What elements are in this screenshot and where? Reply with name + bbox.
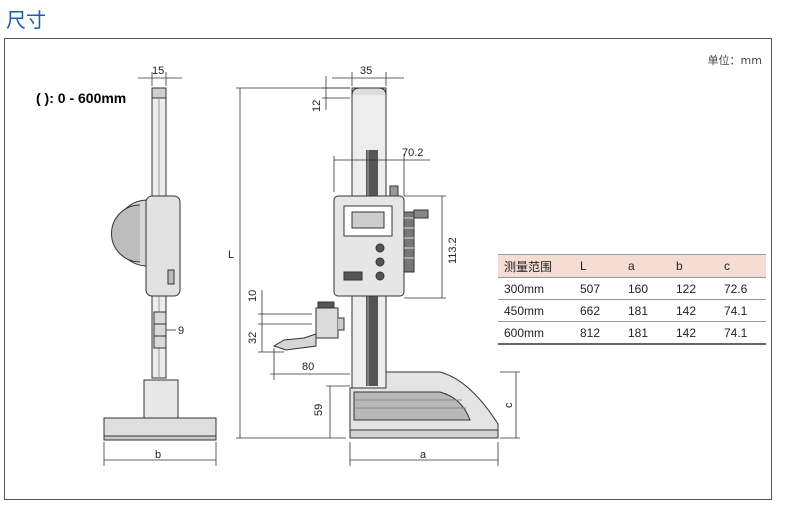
table-row: 300mm 507 160 122 72.6 <box>498 277 766 300</box>
table-row: 600mm 812 181 142 74.1 <box>498 321 766 345</box>
dim-70-2: 70.2 <box>402 147 423 159</box>
cell: 450mm <box>498 299 574 322</box>
dim-12: 12 <box>311 100 323 112</box>
dim-c: c <box>503 402 515 408</box>
dim-a: a <box>420 449 427 461</box>
cell: 74.1 <box>718 321 766 345</box>
header-a: a <box>622 254 670 278</box>
page-title: 尺寸 <box>6 8 46 32</box>
cell: 122 <box>670 277 718 300</box>
cell: 507 <box>574 277 622 300</box>
cell: 600mm <box>498 321 574 345</box>
dim-10: 10 <box>247 290 259 302</box>
cell: 142 <box>670 321 718 345</box>
table-header-row: 测量范围 L a b c <box>498 254 766 278</box>
front-view <box>272 87 499 439</box>
cell: 74.1 <box>718 299 766 322</box>
cell: 662 <box>574 299 622 322</box>
cell: 181 <box>622 321 670 345</box>
dim-b: b <box>155 449 161 461</box>
spec-table: 测量范围 L a b c 300mm 507 160 122 72.6 450m… <box>498 254 766 345</box>
header-c: c <box>718 254 766 278</box>
cell: 142 <box>670 299 718 322</box>
dim-59: 59 <box>313 404 325 416</box>
dim-15: 15 <box>152 65 164 77</box>
header-b: b <box>670 254 718 278</box>
dim-80: 80 <box>302 361 314 373</box>
table-row: 450mm 662 181 142 74.1 <box>498 299 766 322</box>
header-range: 测量范围 <box>498 254 574 278</box>
cell: 812 <box>574 321 622 345</box>
dim-L: L <box>228 249 234 261</box>
drawing-frame <box>4 38 772 500</box>
header-L: L <box>574 254 622 278</box>
cell: 181 <box>622 299 670 322</box>
cell: 72.6 <box>718 277 766 300</box>
range-label: ( ): 0 - 600mm <box>36 90 127 106</box>
side-view <box>103 87 217 441</box>
unit-label: 单位：mm <box>707 54 762 67</box>
dim-35: 35 <box>360 65 372 77</box>
cell: 300mm <box>498 277 574 300</box>
cell: 160 <box>622 277 670 300</box>
dim-9: 9 <box>178 325 184 337</box>
dim-113-2: 113.2 <box>447 237 459 264</box>
dim-32: 32 <box>247 332 259 344</box>
